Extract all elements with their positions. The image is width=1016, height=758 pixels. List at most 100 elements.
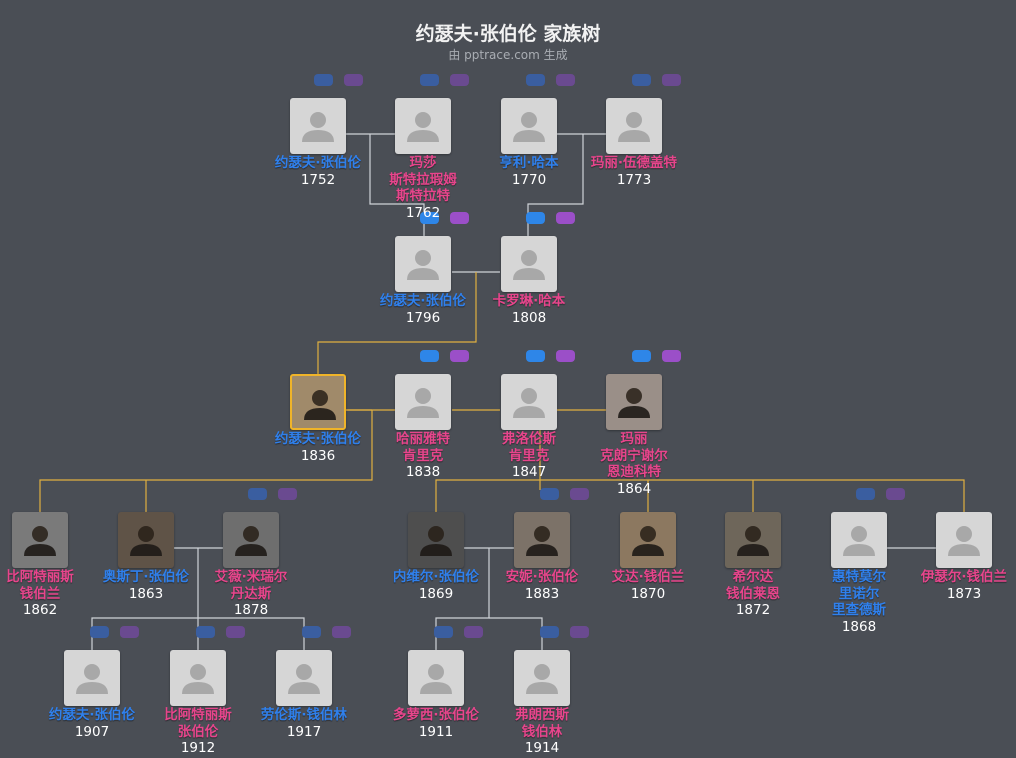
person-birth-year: 1796 [405, 309, 441, 326]
mother-link-button[interactable] [570, 626, 589, 638]
father-link-button[interactable] [420, 74, 439, 86]
person-placeholder[interactable] [395, 98, 451, 154]
person-placeholder[interactable] [290, 98, 346, 154]
person-placeholder[interactable] [606, 98, 662, 154]
person-name[interactable]: 卡罗琳·哈本 [464, 293, 594, 310]
person-placeholder[interactable] [501, 98, 557, 154]
person-name[interactable]: 弗朗西斯钱伯林 [477, 707, 607, 740]
person-placeholder[interactable] [395, 236, 451, 292]
person-photo[interactable] [118, 512, 174, 568]
mother-link-button[interactable] [556, 212, 575, 224]
father-link-button[interactable] [632, 74, 651, 86]
person-birth-year: 1752 [300, 171, 336, 188]
person-photo[interactable] [606, 374, 662, 430]
person-name[interactable]: 希尔达钱伯莱恩 [688, 569, 818, 602]
mother-link-button[interactable] [662, 74, 681, 86]
mother-link-button[interactable] [570, 488, 589, 500]
person-photo[interactable] [725, 512, 781, 568]
person-placeholder[interactable] [501, 236, 557, 292]
person-name-line: 恩迪科特 [607, 464, 661, 480]
person-name-line: 多萝西·张伯伦 [392, 707, 480, 723]
person-placeholder[interactable] [408, 650, 464, 706]
mother-link-button[interactable] [226, 626, 245, 638]
mother-link-button[interactable] [556, 350, 575, 362]
person-placeholder[interactable] [395, 374, 451, 430]
person-placeholder[interactable] [64, 650, 120, 706]
person-birth-year: 1863 [128, 585, 164, 602]
avatar-icon [407, 388, 439, 418]
avatar-icon [235, 526, 267, 556]
mother-link-button[interactable] [450, 74, 469, 86]
person-name[interactable]: 劳伦斯·钱伯林 [239, 707, 369, 724]
person-name[interactable]: 内维尔·张伯伦 [371, 569, 501, 586]
person-name-line: 哈丽雅特 [396, 431, 450, 447]
person-placeholder[interactable] [170, 650, 226, 706]
father-link-button[interactable] [420, 212, 439, 224]
father-link-button[interactable] [90, 626, 109, 638]
mother-link-button[interactable] [556, 74, 575, 86]
father-link-button[interactable] [526, 74, 545, 86]
father-link-button[interactable] [196, 626, 215, 638]
person-birth-year: 1868 [841, 618, 877, 635]
person-photo[interactable] [514, 512, 570, 568]
father-link-button[interactable] [632, 350, 651, 362]
person-name[interactable]: 玛莎斯特拉瑕姆斯特拉特 [358, 155, 488, 205]
person-name-line: 希尔达 [732, 569, 774, 585]
person-birth-year: 1836 [300, 447, 336, 464]
person-name[interactable]: 亨利·哈本 [464, 155, 594, 172]
mother-link-button[interactable] [120, 626, 139, 638]
person-photo[interactable] [223, 512, 279, 568]
father-link-button[interactable] [314, 74, 333, 86]
person-photo[interactable] [408, 512, 464, 568]
father-link-button[interactable] [540, 488, 559, 500]
person-photo[interactable] [12, 512, 68, 568]
person-name[interactable]: 惠特莫尔里诺尔里查德斯 [794, 569, 924, 619]
person-name[interactable]: 伊瑟尔·钱伯兰 [899, 569, 1016, 586]
mother-link-button[interactable] [662, 350, 681, 362]
person-name[interactable]: 哈丽雅特肯里克 [358, 431, 488, 464]
father-link-button[interactable] [526, 212, 545, 224]
person-name[interactable]: 多萝西·张伯伦 [371, 707, 501, 724]
person-birth-year: 1762 [405, 204, 441, 221]
mother-link-button[interactable] [450, 212, 469, 224]
mother-link-button[interactable] [278, 488, 297, 500]
father-link-button[interactable] [420, 350, 439, 362]
person-name[interactable]: 约瑟夫·张伯伦 [358, 293, 488, 310]
father-link-button[interactable] [302, 626, 321, 638]
person-name[interactable]: 玛丽·伍德盖特 [569, 155, 699, 172]
person-photo[interactable] [620, 512, 676, 568]
person-name[interactable]: 比阿特丽斯张伯伦 [133, 707, 263, 740]
avatar-icon [288, 664, 320, 694]
father-link-button[interactable] [856, 488, 875, 500]
father-link-button[interactable] [434, 626, 453, 638]
father-link-button[interactable] [248, 488, 267, 500]
mother-link-button[interactable] [464, 626, 483, 638]
person-name[interactable]: 比阿特丽斯钱伯兰 [0, 569, 105, 602]
mother-link-button[interactable] [886, 488, 905, 500]
person-placeholder[interactable] [276, 650, 332, 706]
person-name[interactable]: 安妮·张伯伦 [477, 569, 607, 586]
mother-link-button[interactable] [450, 350, 469, 362]
mother-link-button[interactable] [344, 74, 363, 86]
person-name[interactable]: 奥斯丁·张伯伦 [81, 569, 211, 586]
person-placeholder[interactable] [514, 650, 570, 706]
person-name-line: 张伯伦 [177, 723, 219, 740]
avatar-icon [76, 664, 108, 694]
person-name[interactable]: 弗洛伦斯肯里克 [464, 431, 594, 464]
person-photo[interactable] [290, 374, 346, 430]
person-placeholder[interactable] [501, 374, 557, 430]
father-link-button[interactable] [540, 626, 559, 638]
avatar-icon [618, 388, 650, 418]
person-placeholder[interactable] [936, 512, 992, 568]
person-name[interactable]: 约瑟夫·张伯伦 [253, 155, 383, 172]
avatar-icon [302, 112, 334, 142]
person-name[interactable]: 艾达·钱伯兰 [583, 569, 713, 586]
person-name[interactable]: 玛丽克朗宁谢尔恩迪科特 [569, 431, 699, 481]
person-name[interactable]: 约瑟夫·张伯伦 [27, 707, 157, 724]
person-name[interactable]: 约瑟夫·张伯伦 [253, 431, 383, 448]
person-name-line: 玛丽·伍德盖特 [590, 155, 678, 171]
person-name[interactable]: 艾薇·米瑞尔丹达斯 [186, 569, 316, 602]
father-link-button[interactable] [526, 350, 545, 362]
mother-link-button[interactable] [332, 626, 351, 638]
person-placeholder[interactable] [831, 512, 887, 568]
